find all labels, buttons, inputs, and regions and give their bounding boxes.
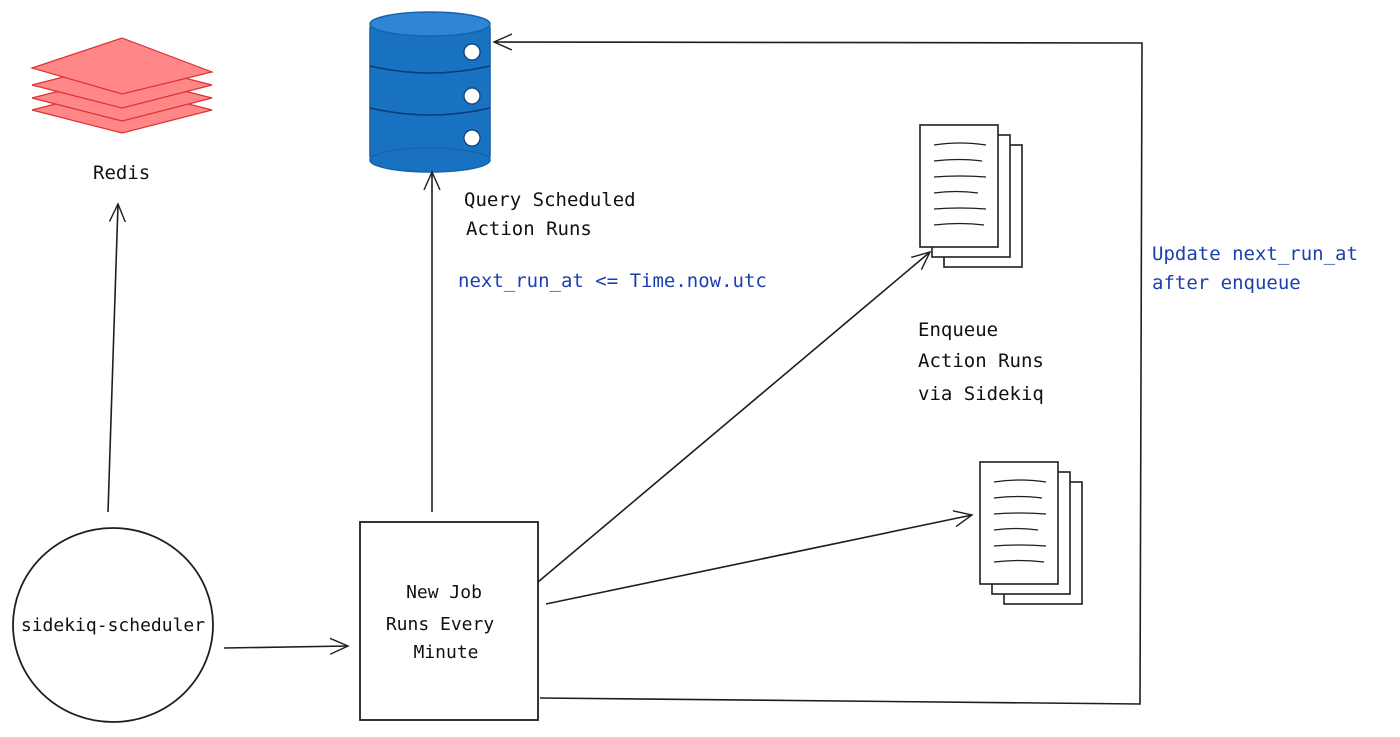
enqueue-label-line2: Action Runs [918, 350, 1044, 372]
job-box [359, 521, 539, 721]
scheduler-node: sidekiq-scheduler [12, 527, 214, 723]
db-indicator-1 [463, 43, 481, 61]
db-indicator-2 [463, 87, 481, 105]
enqueue-label-line3: via Sidekiq [918, 383, 1044, 405]
arrow-job-to-documents-bottom [545, 515, 972, 605]
redis-icon [29, 37, 215, 134]
query-label-line2: Action Runs [466, 218, 592, 240]
enqueue-label-line1: Enqueue [918, 319, 999, 341]
update-label-line2: after enqueue [1152, 272, 1301, 294]
query-label-line1: Query Scheduled [464, 189, 636, 211]
db-indicator-3 [463, 129, 481, 147]
database-icon [369, 11, 491, 173]
job-line-2: Runs Every [386, 614, 495, 635]
update-label-line1: Update next_run_at [1152, 243, 1358, 265]
document-stack-icon-top [919, 124, 1023, 268]
scheduler-label: sidekiq-scheduler [21, 615, 205, 636]
arrow-job-back-to-database [494, 42, 1143, 705]
query-condition-label: next_run_at <= Time.now.utc [458, 270, 767, 292]
arrow-job-to-documents-top [537, 252, 930, 583]
redis-label: Redis [93, 162, 151, 184]
arrow-scheduler-to-job [223, 646, 348, 648]
job-line-3: Minute [413, 642, 478, 663]
scheduler-circle [12, 527, 214, 723]
job-line-1: New Job [406, 582, 482, 603]
arrow-scheduler-to-redis [107, 204, 118, 513]
document-stack-icon-bottom [979, 461, 1083, 605]
job-node: New Job Runs Every Minute [359, 521, 539, 721]
